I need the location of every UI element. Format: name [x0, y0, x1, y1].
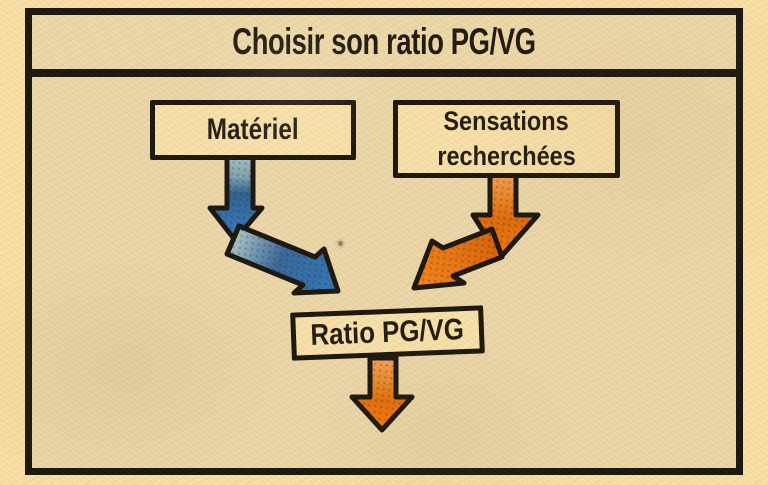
node-materiel-label: Matériel — [207, 113, 299, 146]
node-sensations-label-line2: recherchées — [437, 141, 576, 171]
node-ratio-label: Ratio PG/VG — [310, 313, 465, 352]
node-sensations-label-line1: Sensations — [443, 106, 570, 136]
arrow-materiel-to-ratio — [207, 149, 341, 296]
node-materiel: Matériel — [150, 100, 356, 160]
paper-speck — [338, 241, 343, 246]
arrow-ratio-output — [349, 355, 415, 433]
title-band: Choisir son ratio PG/VG — [32, 15, 736, 77]
node-ratio: Ratio PG/VG — [290, 305, 485, 361]
diagram-title: Choisir son ratio PG/VG — [232, 21, 536, 62]
node-sensations: Sensations recherchées — [393, 100, 620, 178]
arrow-sensations-to-ratio — [411, 169, 541, 291]
